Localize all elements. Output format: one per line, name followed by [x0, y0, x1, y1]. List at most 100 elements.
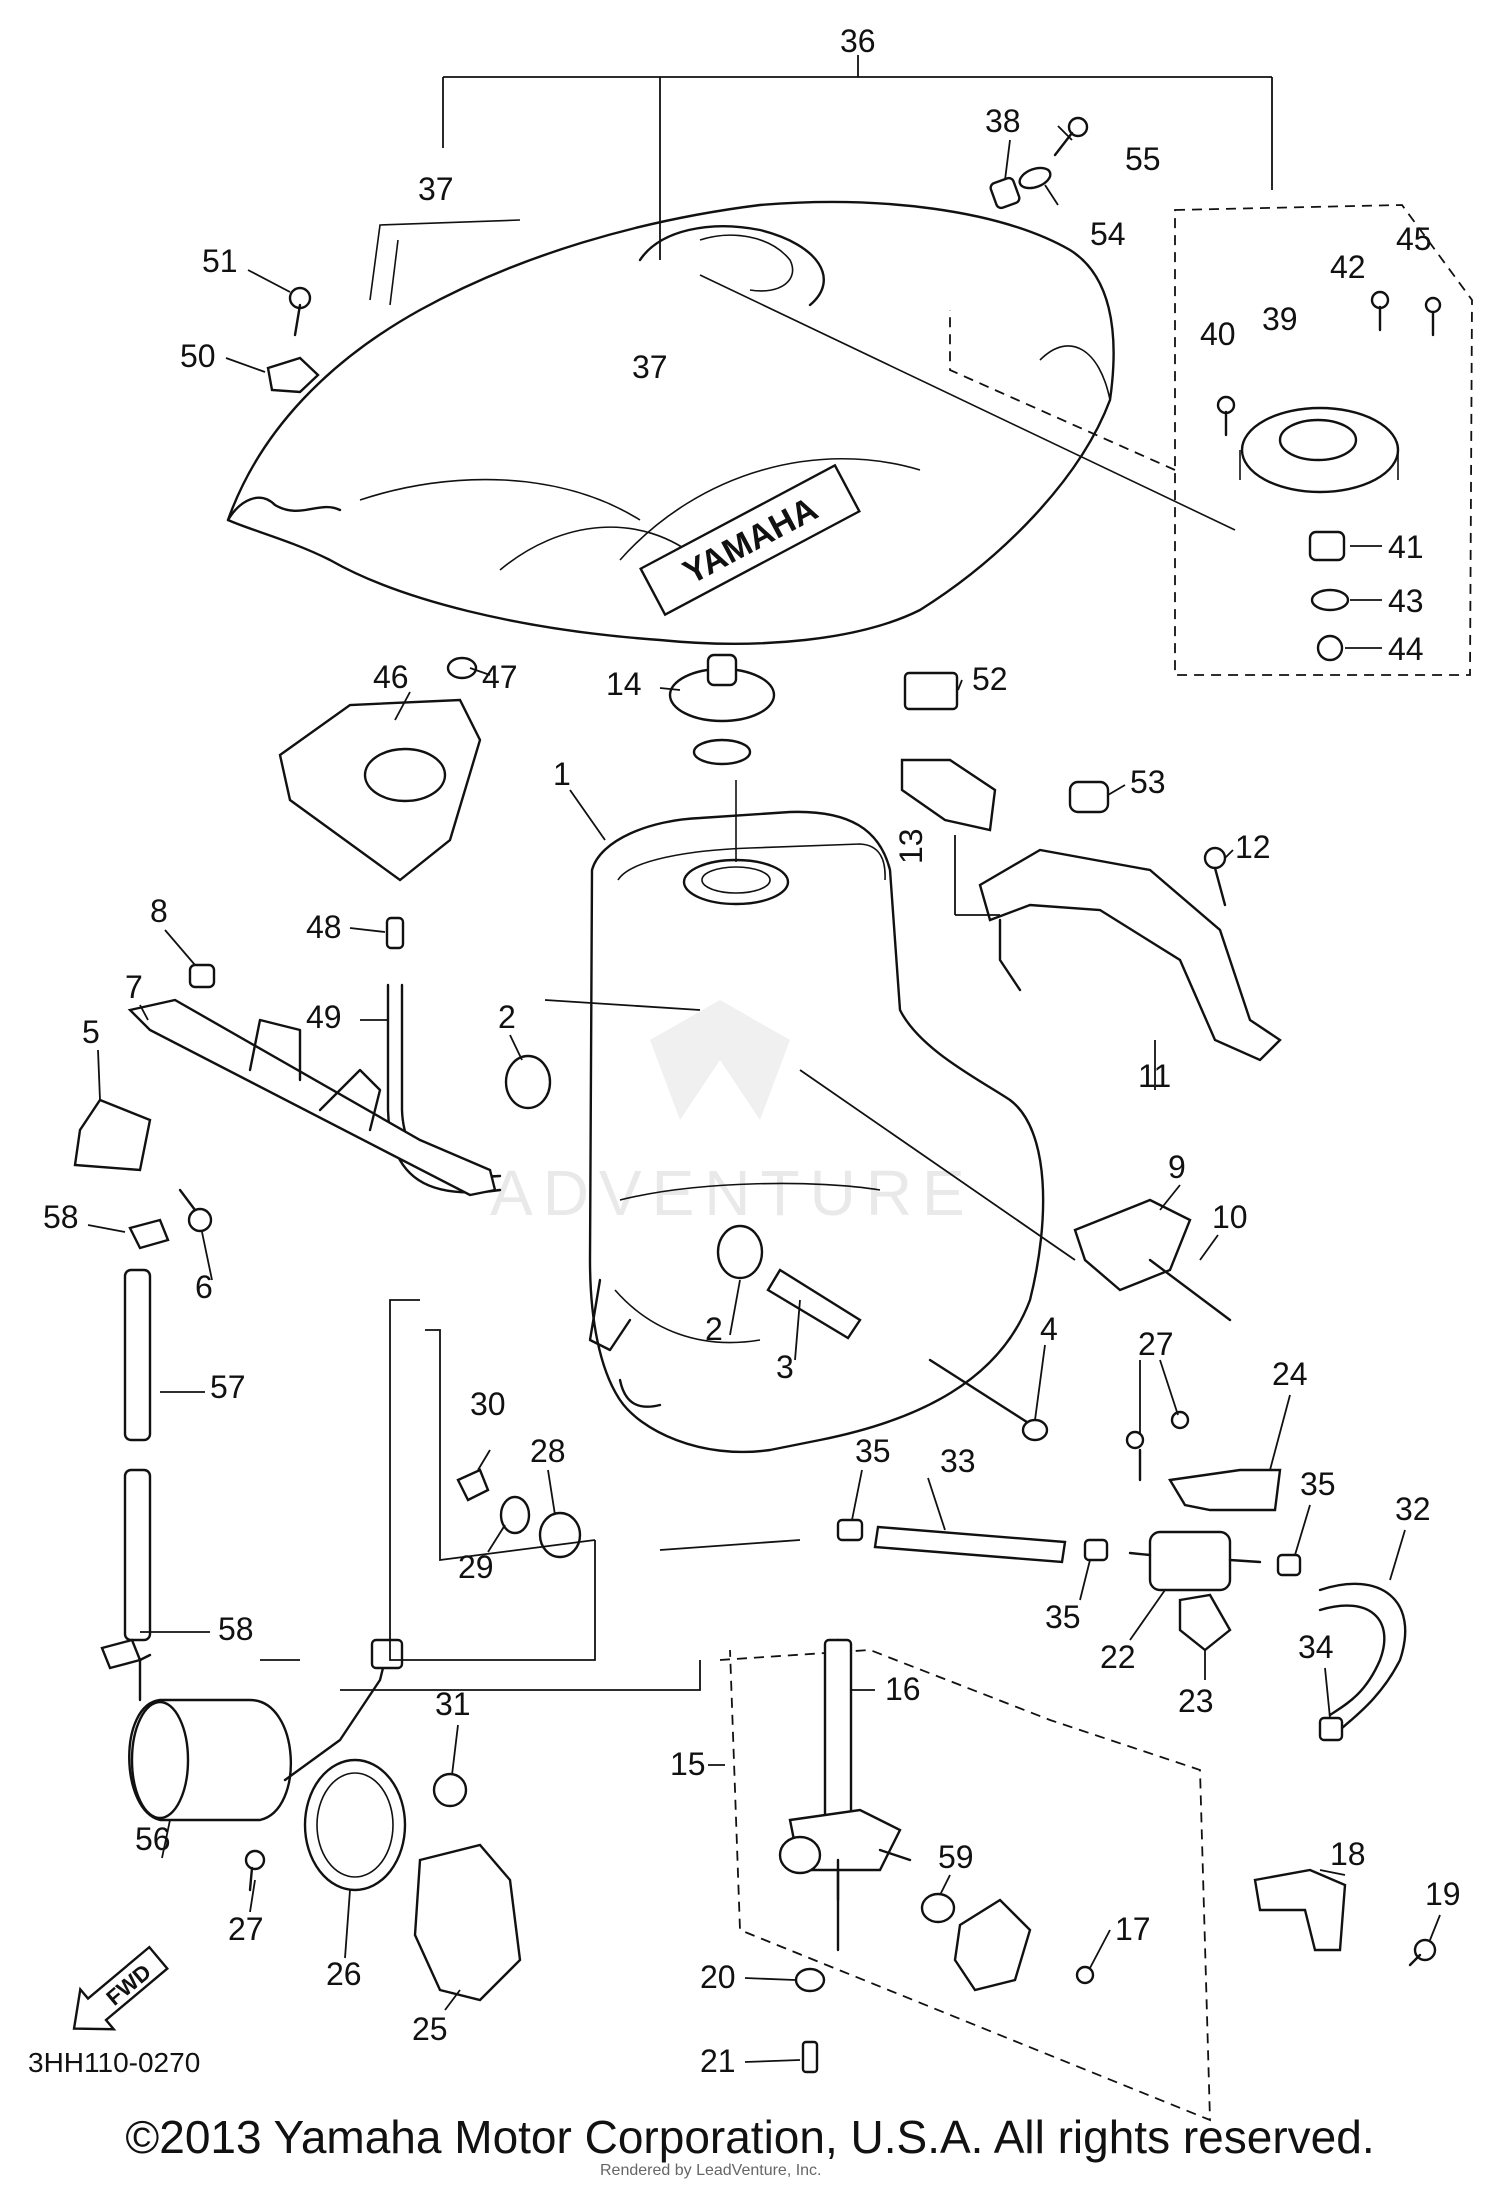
label-4: 4	[1040, 1311, 1058, 1347]
label-53: 53	[1130, 764, 1166, 800]
label-35-c: 35	[1300, 1466, 1336, 1502]
damper-52	[903, 671, 959, 711]
band-26	[303, 1758, 407, 1892]
label-18: 18	[1330, 1836, 1366, 1872]
filler-inset	[949, 204, 1473, 676]
label-25: 25	[412, 2011, 448, 2047]
fuel-cap-14	[668, 653, 776, 766]
label-29: 29	[458, 1549, 494, 1585]
label-52: 52	[972, 661, 1008, 697]
bracket-5	[73, 1098, 152, 1172]
hose-32	[1318, 1582, 1407, 1732]
part-labels: 36 37 37 38 55 54 45 42 39 40 41 43 44 5…	[43, 23, 1461, 2079]
tray-46	[278, 656, 482, 882]
label-57: 57	[210, 1369, 246, 1405]
label-47: 47	[482, 659, 518, 695]
clip-58-upper	[128, 1218, 170, 1250]
yamaha-logo: YAMAHA	[639, 463, 861, 617]
screw-19	[1408, 1938, 1437, 1967]
label-35-b: 35	[1045, 1599, 1081, 1635]
washer-54	[1018, 166, 1052, 190]
label-20: 20	[700, 1959, 736, 1995]
bolt-55	[1053, 116, 1089, 157]
group-36-bracket	[442, 55, 1273, 260]
hose-3	[766, 1268, 862, 1340]
label-48: 48	[306, 909, 342, 945]
clip-58-lower	[100, 1638, 142, 1670]
label-15: 15	[670, 1746, 706, 1782]
label-21: 21	[700, 2043, 736, 2079]
grommet-41	[1308, 530, 1346, 562]
damper-25	[413, 1843, 522, 2002]
label-27-b: 27	[228, 1911, 264, 1947]
nut-47	[446, 656, 478, 680]
grommet-2-upper	[504, 1054, 552, 1110]
bracket-23	[1178, 1593, 1232, 1652]
label-42: 42	[1330, 249, 1366, 285]
label-38: 38	[985, 103, 1021, 139]
copyright-notice: ©2013 Yamaha Motor Corporation, U.S.A. A…	[125, 2111, 1375, 2163]
grommet-2-lower	[716, 1224, 764, 1280]
label-49: 49	[306, 999, 342, 1035]
oring-59	[920, 1892, 956, 1924]
grommet-50	[266, 356, 320, 394]
hose-33	[873, 1525, 1067, 1564]
label-6: 6	[195, 1269, 213, 1305]
tank-cover: YAMAHA	[226, 200, 1236, 645]
label-58-b: 58	[218, 1611, 254, 1647]
bolt-12	[1203, 846, 1227, 907]
label-1: 1	[553, 756, 571, 792]
label-37-b: 37	[632, 349, 668, 385]
label-7: 7	[125, 969, 143, 1005]
label-46: 46	[373, 659, 409, 695]
screw-27	[244, 1849, 266, 1892]
label-19: 19	[1425, 1876, 1461, 1912]
label-30: 30	[470, 1386, 506, 1422]
clip-35-a	[836, 1518, 864, 1542]
bolt-6	[178, 1188, 213, 1233]
label-17: 17	[1115, 1911, 1151, 1947]
label-58-a: 58	[43, 1199, 79, 1235]
assembly-lines	[260, 999, 1076, 1691]
nut-8	[188, 963, 216, 989]
label-50: 50	[180, 338, 216, 374]
label-33: 33	[940, 1443, 976, 1479]
label-41: 41	[1388, 529, 1424, 565]
label-40: 40	[1200, 316, 1236, 352]
label-2-b: 2	[705, 1311, 723, 1347]
plate-17	[953, 1898, 1095, 1992]
label-12: 12	[1235, 829, 1271, 865]
nipple-48	[385, 916, 405, 950]
fuel-pump-56	[128, 1638, 404, 1822]
grommet-38	[989, 176, 1021, 210]
label-39: 39	[1262, 301, 1298, 337]
label-45: 45	[1396, 221, 1432, 257]
label-9: 9	[1168, 1149, 1186, 1185]
bracket-24	[1125, 1410, 1282, 1512]
watermark: ADVENTURE	[490, 1000, 965, 1229]
label-59: 59	[938, 1839, 974, 1875]
fwd-arrow: FWD	[72, 1945, 169, 2031]
label-2-a: 2	[498, 999, 516, 1035]
washer-43	[1310, 588, 1350, 612]
label-24: 24	[1272, 1356, 1308, 1392]
bolt-4	[928, 1358, 1049, 1442]
label-13: 13	[893, 828, 929, 864]
fuel-filter-22	[1128, 1530, 1262, 1592]
label-3: 3	[776, 1349, 794, 1385]
label-31: 31	[435, 1686, 471, 1722]
label-35-a: 35	[855, 1433, 891, 1469]
label-28: 28	[530, 1433, 566, 1469]
grommet-28	[538, 1511, 582, 1559]
label-56: 56	[135, 1821, 171, 1857]
label-32: 32	[1395, 1491, 1431, 1527]
bolt-30	[456, 1468, 490, 1502]
fuel-cock-15	[719, 1638, 1211, 2122]
label-44: 44	[1388, 631, 1424, 667]
bolt-42	[1370, 290, 1390, 310]
damper-53	[1068, 780, 1110, 814]
rendered-by-notice: Rendered by LeadVenture, Inc.	[600, 2162, 822, 2179]
label-54: 54	[1090, 216, 1126, 252]
